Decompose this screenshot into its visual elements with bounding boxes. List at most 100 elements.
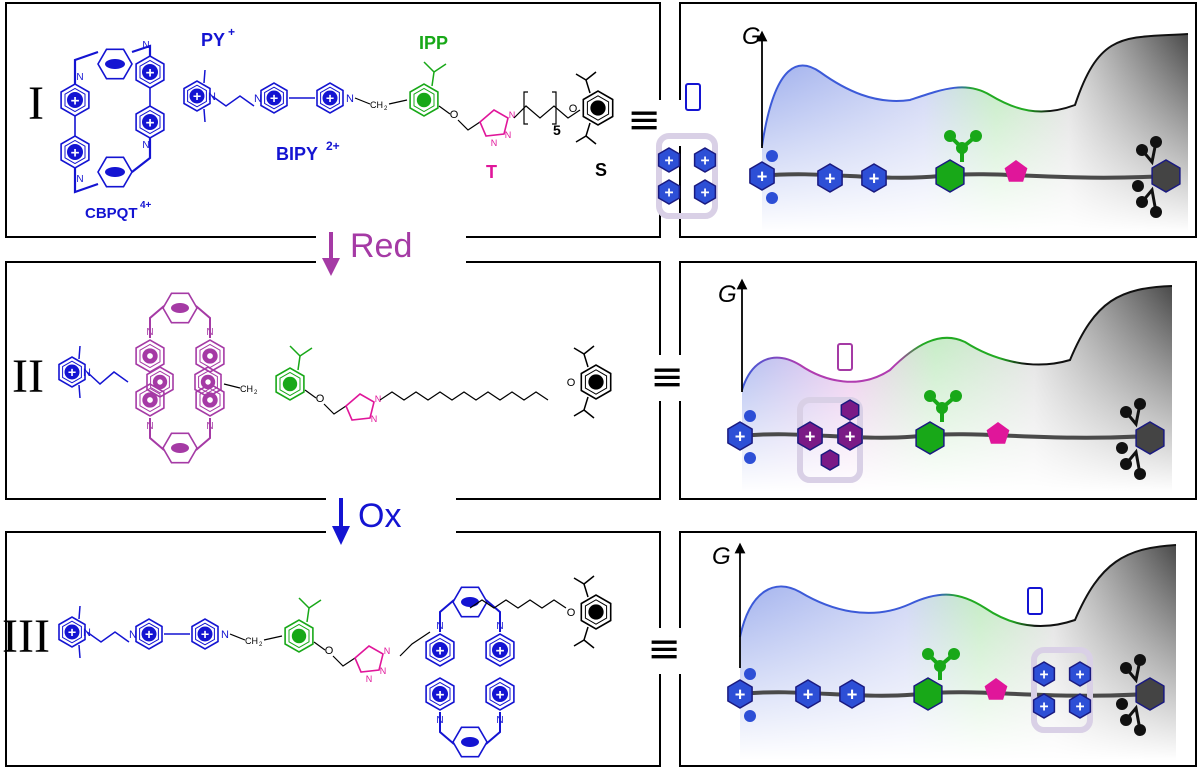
cbpqt-oxidized-bipy-left-a-inner — [429, 637, 451, 663]
stopper-iPr-bottom-b — [583, 409, 595, 419]
cbpqt-reduced-bipy-right-b — [195, 383, 225, 417]
triazole-n2: N — [380, 666, 387, 676]
ether-bond-b — [457, 119, 481, 131]
cbpqt-xylyl-bottom — [97, 156, 133, 188]
stage-numeral-2: II — [12, 350, 44, 403]
py-ring — [58, 616, 86, 648]
stage-numeral-1: I — [28, 77, 44, 130]
ipp-isopropyl — [423, 61, 435, 87]
ipp-ring-inner — [413, 87, 435, 113]
py-bead-3-sign: + — [735, 684, 746, 704]
cbpqt-bipy-r1-charge-sign: + — [146, 64, 155, 81]
cbpqt-oxidized-n1: N — [436, 621, 443, 632]
reduced-bead-a — [797, 421, 823, 451]
ring-symbol-1 — [685, 83, 701, 111]
triazole-bead-2 — [986, 422, 1010, 444]
stopper-2-ball-2 — [1116, 442, 1128, 454]
ether-oxygen-2: O — [316, 393, 325, 405]
py-bead-3-methyl-top — [744, 668, 756, 680]
triazole-2-n2: N — [371, 414, 378, 424]
triazole-n1: N — [384, 646, 391, 656]
shuttled-ring-3-c — [1068, 661, 1092, 687]
cbpqt-oxidized-link-c — [439, 712, 455, 745]
cbpqt-reduced-n3: N — [146, 421, 153, 432]
triazole-n3: N — [491, 138, 498, 148]
triazole-2-n1: N — [375, 394, 382, 404]
n-ch2-bond-2 — [223, 383, 241, 389]
stopper-1-arms-bottom — [1140, 186, 1158, 213]
cbpqt-n2: N — [76, 174, 83, 185]
stopper-2-arms-bottom — [1124, 448, 1142, 475]
py-bead-1-sign: + — [757, 166, 768, 186]
stopper-3-arms-bottom — [1124, 704, 1142, 731]
py-ring-inner — [62, 360, 82, 384]
cbpqt-reduced-bipy-left-b-radical-dot — [147, 397, 153, 403]
cbpqt-oxidized-bipy-right-a — [485, 633, 515, 667]
bipy-ring-a-charge — [141, 626, 157, 642]
cbpqt-oxidized-n4: N — [496, 715, 503, 726]
cbpqt-reduced-bipy-left-b-inner — [139, 387, 161, 413]
cbpqt-bipy-l1-inner — [64, 87, 86, 113]
cbpqt-reduced-link-a — [149, 305, 165, 338]
py-bead-2 — [727, 421, 753, 451]
bipy-ring-a-inner — [139, 622, 159, 646]
cbpqt-label: CBPQT — [85, 205, 138, 222]
py-ring-inner — [62, 620, 82, 644]
py-ring-inner — [187, 84, 207, 108]
bipy-ring-b — [316, 82, 344, 114]
bipy-bead-1b — [861, 163, 887, 193]
shuttled-ring-3-frame — [1031, 647, 1093, 733]
cbpqt-oxidized-bipy-left-a-charge — [432, 642, 448, 658]
bipy-ring-a — [135, 618, 163, 650]
ox-arrow-label: Ox — [358, 497, 401, 535]
py-ring-charge-sign: + — [193, 89, 201, 105]
stopper-ring-core — [588, 374, 604, 390]
free-ring-1-c-sign: + — [700, 152, 709, 169]
ether-oxygen: O — [450, 109, 459, 121]
py-bead-2-sign: + — [735, 426, 746, 446]
cbpqt-oxidized-link-b — [485, 599, 501, 632]
n-ch2-bond — [229, 633, 246, 641]
bipy-reduced-a-radical-dot — [157, 379, 163, 385]
ipp-ring-inner — [288, 623, 310, 649]
triazole-bead-1 — [1004, 160, 1028, 182]
triazole-n2: N — [505, 130, 512, 140]
py-methyl-bottom — [78, 644, 81, 659]
ring-symbol-3 — [1027, 587, 1043, 615]
py-ring-charge-sign: + — [68, 625, 76, 641]
red-arrow: Red — [316, 227, 466, 276]
free-ring-1-d-sign: + — [700, 184, 709, 201]
bipy-charge-label: 2+ — [326, 139, 340, 153]
ch2-subscript: 2 — [259, 642, 263, 648]
bipy-bead-1a — [817, 163, 843, 193]
ethylene-linker — [211, 95, 255, 107]
cbpqt-xylyl-top-fill — [105, 59, 125, 69]
reduced-bead-b — [837, 421, 863, 451]
py-bead-2-methyl-bottom — [744, 452, 756, 464]
bipy-reduced-b-inner — [198, 370, 218, 394]
stopper-iPr-bottom — [575, 122, 591, 143]
ipp-ring — [409, 83, 439, 117]
bipy-bead-3b — [839, 679, 865, 709]
py-label: PY — [201, 30, 225, 50]
linker-3 — [399, 631, 431, 657]
py-nitrogen: N — [208, 91, 216, 103]
energy-axis-label-1: G — [742, 23, 761, 50]
stopper-iPr-bottom-b — [585, 135, 597, 145]
stopper-iPr-top — [573, 577, 589, 598]
cbpqt-reduced-xylyl-top-fill — [171, 303, 189, 313]
shuttled-ring-3-b — [1032, 693, 1056, 719]
triazole-bead-3 — [984, 678, 1008, 700]
bipy-ring-a — [260, 82, 288, 114]
cbpqt-reduced-xylyl-bottom-fill — [171, 443, 189, 453]
bipy-label: BIPY — [276, 144, 318, 164]
py-methyl-bottom — [78, 384, 81, 399]
cbpqt-reduced-link-b — [195, 305, 211, 338]
stopper-oxygen: O — [567, 607, 576, 619]
py-methyl-top — [78, 605, 81, 620]
energy-profile-1: G — [742, 23, 1189, 232]
equivalence-signs: ≡ ≡ ≡ — [622, 97, 702, 674]
ether-bond-b — [332, 655, 356, 667]
ipp-isopropyl — [298, 597, 310, 623]
